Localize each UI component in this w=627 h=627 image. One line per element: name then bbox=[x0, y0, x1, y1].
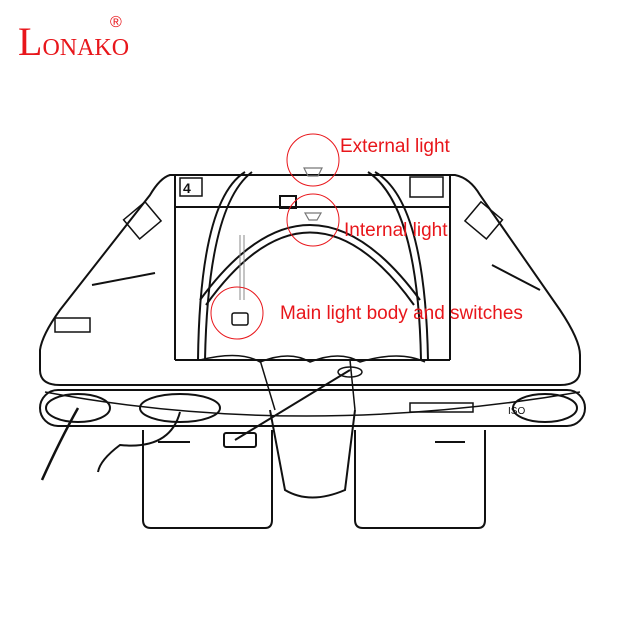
arch-inner bbox=[199, 224, 421, 301]
ballast-bag-right bbox=[354, 430, 486, 529]
buoyancy-tube bbox=[39, 389, 586, 427]
internal-light-marker bbox=[286, 193, 340, 247]
main-light-label: Main light body and switches bbox=[280, 303, 523, 324]
internal-light-label: Internal light bbox=[344, 220, 448, 241]
logo-initial: L bbox=[18, 19, 43, 64]
logo-rest: ONAKO bbox=[42, 35, 130, 61]
external-light-marker bbox=[286, 133, 340, 187]
capacity-mark: 4 bbox=[183, 180, 191, 196]
external-light-label: External light bbox=[340, 136, 450, 157]
main-light-marker bbox=[210, 286, 264, 340]
registered-mark: ® bbox=[110, 14, 122, 31]
arch-left bbox=[197, 171, 246, 361]
ballast-bag-left bbox=[142, 430, 273, 529]
canopy-outline bbox=[39, 174, 581, 386]
arch-right bbox=[374, 171, 429, 361]
iso-mark: ISO bbox=[508, 406, 525, 417]
brand-logo: LONAKO bbox=[18, 18, 129, 65]
